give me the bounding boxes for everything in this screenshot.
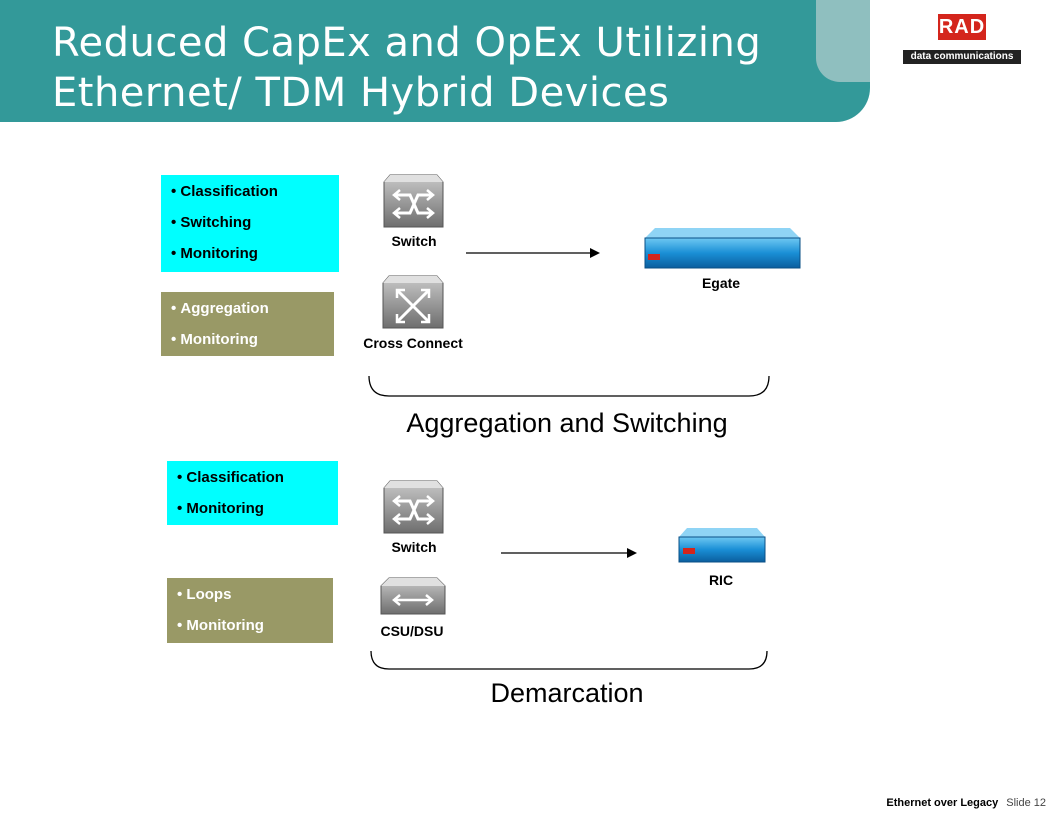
csu-dsu-label: CSU/DSU [380,623,444,639]
bottom-loops-box: Loops Monitoring [167,578,333,643]
top-flow-arrow [466,248,600,258]
top-switch-label: Switch [391,233,437,249]
feature-item: Aggregation [171,300,324,331]
footer-title: Ethernet over Legacy [886,797,999,809]
demarcation-label: Demarcation [490,678,644,708]
feature-item: Classification [177,469,328,500]
bottom-flow-arrow [501,548,637,558]
title-banner [0,0,870,122]
top-aggregation-box: Aggregation Monitoring [161,292,334,356]
slide-title-line-2: Ethernet/ TDM Hybrid Devices [52,70,670,116]
feature-item: Loops [177,586,323,617]
egate-device-icon [644,228,801,269]
bottom-switch-label: Switch [391,539,437,555]
top-group-brace [368,375,770,397]
top-classification-box: Classification Switching Monitoring [161,175,339,272]
feature-item: Switching [171,214,329,245]
slide-title-line-1: Reduced CapEx and OpEx Utilizing [52,20,762,66]
rad-logo: RAD [938,14,986,40]
slide-number: Slide 12 [1006,797,1046,809]
ric-device-icon [678,528,766,563]
cross-connect-icon [382,275,444,329]
switch-icon [383,480,444,534]
logo-area [870,0,1056,82]
feature-item: Monitoring [171,331,324,362]
feature-item: Monitoring [177,617,323,648]
ric-label: RIC [708,572,734,588]
rad-logo-tagline: data communications [903,50,1021,64]
egate-label: Egate [701,275,741,291]
bottom-classification-box: Classification Monitoring [167,461,338,525]
slide-footer: Ethernet over Legacy Slide 12 [886,797,1046,809]
feature-item: Monitoring [177,500,328,531]
slide-title: Reduced CapEx and OpEx Utilizing Etherne… [52,18,812,118]
aggregation-switching-label: Aggregation and Switching [406,408,728,438]
switch-icon [383,174,444,228]
bottom-group-brace [370,650,768,670]
title-banner-tab [816,0,870,82]
csu-dsu-icon [380,577,446,615]
feature-item: Monitoring [171,245,329,276]
feature-item: Classification [171,183,329,214]
cross-connect-label: Cross Connect [363,335,463,351]
